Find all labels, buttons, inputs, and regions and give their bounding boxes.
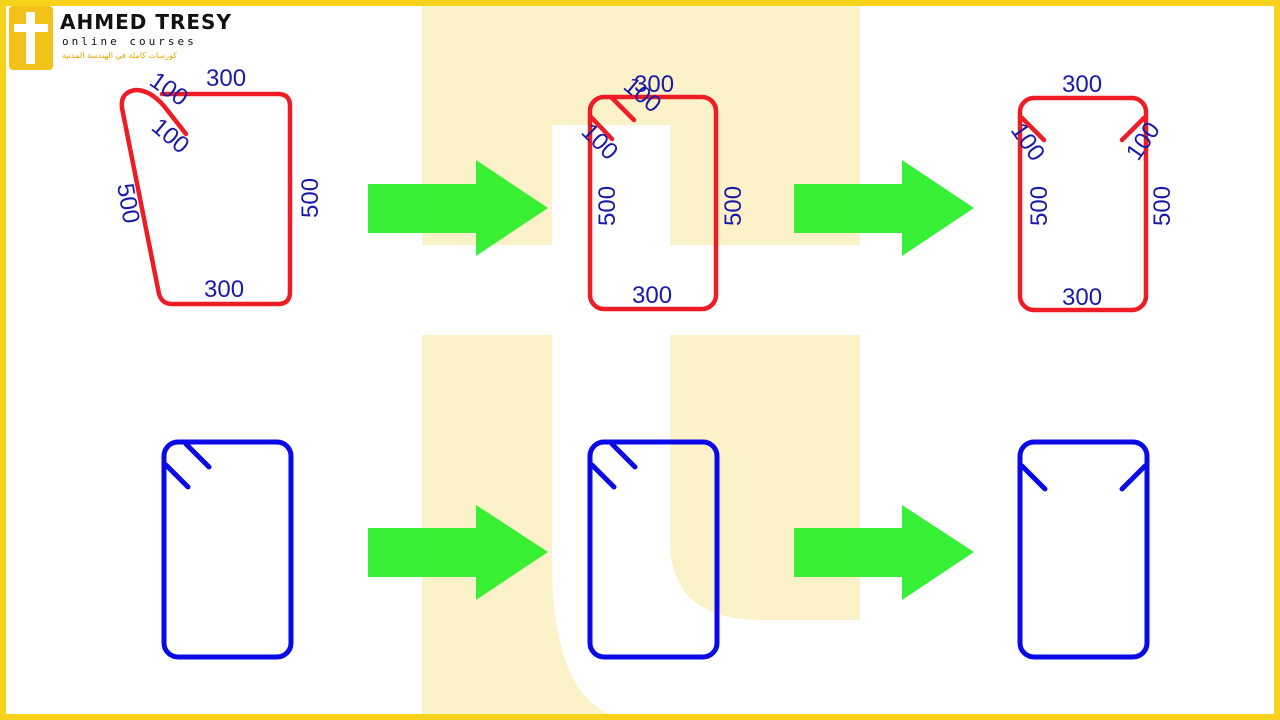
blue-stirrup-step1-hook-top — [183, 441, 212, 470]
step2-dim-left: 500 — [594, 186, 621, 226]
watermark-stem — [422, 335, 640, 720]
red-stirrup-step3-hook-right — [1119, 115, 1147, 143]
red-stirrup-step1-body — [119, 87, 293, 307]
step3-dim-hook-right: 100 — [1121, 117, 1166, 165]
blue-stirrup-step3-body — [1017, 439, 1150, 660]
step1-dim-bottom: 300 — [204, 276, 244, 303]
step1-dim-hook-inner: 100 — [146, 113, 194, 159]
step1-dim-hook-outer: 100 — [145, 67, 193, 112]
brand-title: AHMED TRESY — [60, 10, 232, 34]
blue-stirrup-step2 — [587, 439, 720, 660]
blue-stirrup-step1-hook-side — [163, 462, 191, 490]
red-stirrup-step3-body — [1017, 95, 1149, 313]
blue-stirrup-step3 — [1017, 439, 1150, 660]
arrows — [368, 160, 974, 600]
red-stirrup-step2-hook-top — [608, 94, 637, 123]
step1-dim-left: 500 — [111, 181, 145, 225]
red-stirrup-step2 — [587, 94, 719, 312]
step2-dim-bottom: 300 — [632, 282, 672, 309]
blue-stirrup-step1 — [161, 439, 294, 660]
step2-dim-top: 300 — [634, 71, 674, 98]
blue-stirrup-step3-hook-right — [1119, 463, 1148, 492]
step2-dim-hook-inner: 100 — [576, 118, 623, 165]
step3-dim-left: 500 — [1026, 186, 1053, 226]
red-stirrup-step1 — [119, 87, 293, 307]
step1-dim-top: 300 — [206, 65, 246, 92]
step3-dim-top: 300 — [1062, 71, 1102, 98]
blue-stirrup-step1-body — [161, 439, 294, 660]
red-stirrup-step2-hook-side — [587, 113, 615, 142]
blue-stirrup-step2-hook-side — [589, 462, 617, 490]
logo-cross-vertical — [26, 12, 35, 64]
red-stirrup-step3-hook-left — [1019, 115, 1047, 143]
brand-tagline: كورسات كاملة في الهندسة المدنية — [62, 51, 177, 60]
watermark — [422, 5, 860, 720]
step2-dim-right: 500 — [720, 186, 747, 226]
watermark-stem-top — [552, 5, 670, 125]
blue-stirrup-step3-hook-left — [1019, 463, 1048, 492]
arrow-row2-step2-to-step3 — [794, 505, 974, 600]
arrow-row2-step1-to-step2 — [368, 505, 548, 600]
brand-subtitle: online courses — [62, 35, 197, 48]
blue-stirrup-step2-body — [587, 439, 720, 660]
logo: AHMED TRESY online courses كورسات كاملة … — [9, 6, 232, 70]
step1-dim-right: 500 — [297, 178, 324, 218]
arrow-row1-step1-to-step2 — [368, 160, 548, 256]
watermark-hook — [670, 335, 860, 620]
step3-dim-bottom: 300 — [1062, 284, 1102, 311]
step3-dim-right: 500 — [1149, 186, 1176, 226]
red-stirrup-step2-body — [587, 94, 719, 312]
step3-dim-hook-left: 100 — [1005, 118, 1050, 166]
red-stirrup-step3 — [1017, 95, 1149, 313]
logo-cross-horizontal — [14, 24, 48, 32]
arrow-row1-step2-to-step3 — [794, 160, 974, 256]
blue-stirrup-step2-hook-top — [609, 441, 638, 470]
